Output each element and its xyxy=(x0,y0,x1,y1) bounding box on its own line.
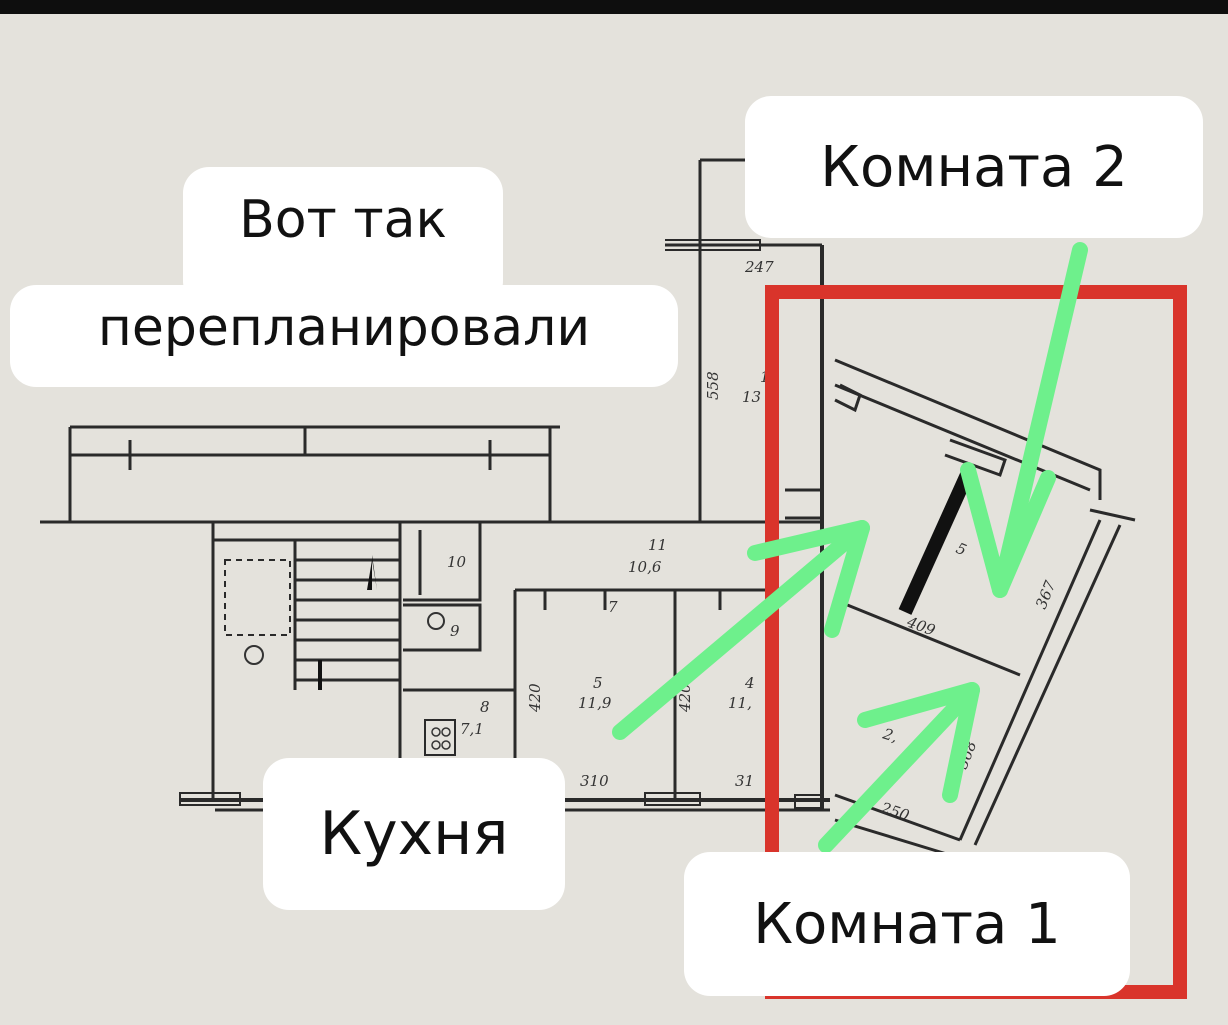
dim-room8-num: 8 xyxy=(480,698,490,716)
dim-558: 558 xyxy=(704,371,722,400)
dim-247: 247 xyxy=(744,258,774,276)
title-line-2: перепланировали xyxy=(97,298,591,358)
dim-room5-num: 5 xyxy=(593,674,603,692)
room1-label: Комната 1 xyxy=(684,852,1130,996)
dim-420-left: 420 xyxy=(526,683,544,713)
dim-room10: 10 xyxy=(447,553,467,571)
dim-room2-area: 2, xyxy=(880,724,900,746)
dim-room4-area: 11, xyxy=(728,694,752,712)
arrow-room1-head-icon xyxy=(857,682,980,803)
dim-250: 250 xyxy=(878,798,912,824)
kitchen-label: Кухня xyxy=(263,758,565,910)
room2-label: Комната 2 xyxy=(745,96,1203,238)
arrow-room1-icon xyxy=(818,682,980,853)
dim-room8-area: 7,1 xyxy=(460,720,484,738)
dim-room7: 7 xyxy=(608,598,618,616)
title-bubble xyxy=(10,285,678,387)
arrow-room2-icon xyxy=(992,242,1088,598)
chute-icon xyxy=(244,645,264,665)
dim-310-left: 310 xyxy=(580,772,609,790)
stove-burner-icon xyxy=(431,740,441,750)
dim-room9: 9 xyxy=(450,622,460,640)
arrow-kitchen-head-icon xyxy=(747,520,870,638)
new-partition-wall xyxy=(898,465,977,615)
annotation-arrows xyxy=(612,242,1088,853)
stove-burner-icon xyxy=(441,727,451,737)
dim-room11-num: 11 xyxy=(648,536,667,554)
title-line-1: Вот так xyxy=(239,190,447,250)
top-black-bar xyxy=(0,0,1228,14)
dim-367: 367 xyxy=(1032,578,1060,612)
dim-310-right: 31 xyxy=(735,772,754,790)
stove-burner-icon xyxy=(441,740,451,750)
stove-burner-icon xyxy=(431,727,441,737)
arrow-room2-head-icon xyxy=(960,462,1056,598)
dim-room13-area: 13 xyxy=(742,388,761,406)
stair-arrow-up-icon xyxy=(367,555,377,590)
dim-room4-num: 4 xyxy=(744,674,755,692)
toilet-icon xyxy=(427,612,445,630)
dim-409: 409 xyxy=(904,613,938,640)
dim-room11-area: 10,6 xyxy=(628,558,662,576)
dim-room5-area: 11,9 xyxy=(578,694,612,712)
dim-room13-num: 1 xyxy=(760,368,770,386)
arrow-kitchen-icon xyxy=(612,520,870,740)
dim-room-area: 5 xyxy=(954,539,970,559)
title-bubble-top xyxy=(183,167,503,307)
